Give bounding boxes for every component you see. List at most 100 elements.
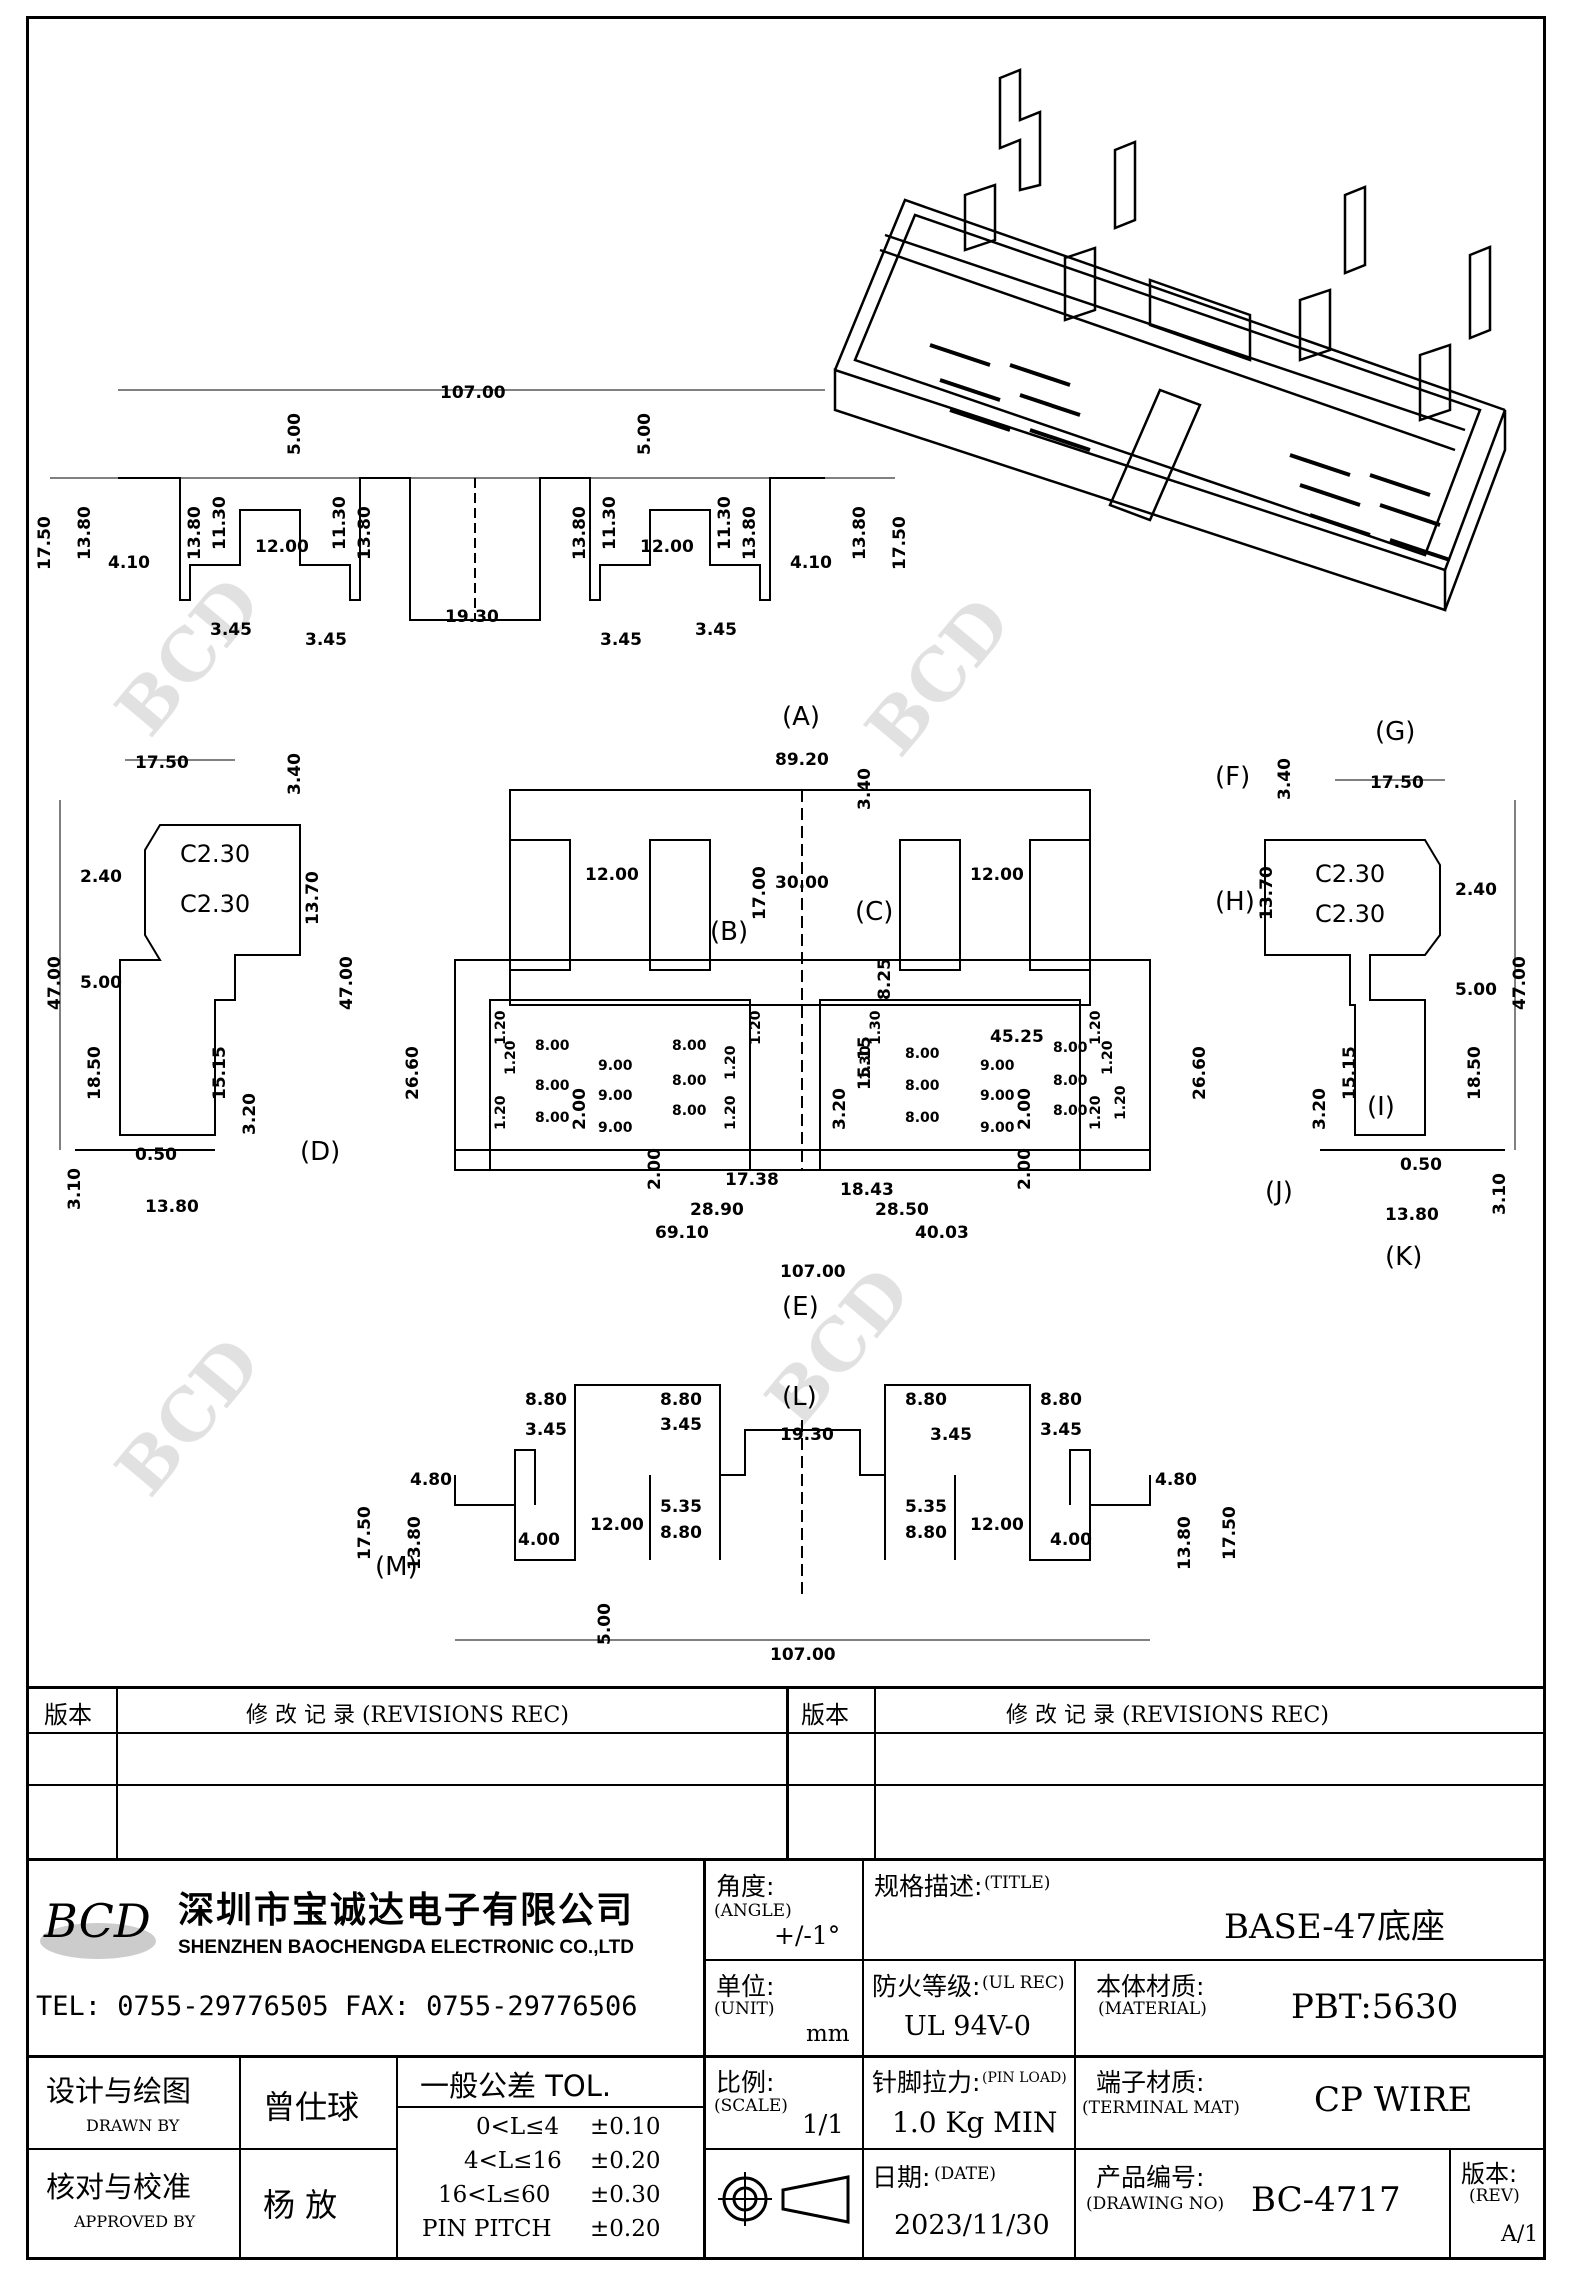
svg-text:13.70: 13.70: [303, 871, 323, 925]
svg-text:9.00: 9.00: [980, 1058, 1015, 1074]
drawing-frame: [26, 16, 1546, 2260]
title-label-en: (TITLE): [984, 1873, 1051, 1893]
svg-text:8.80: 8.80: [525, 1390, 567, 1410]
svg-text:17.50: 17.50: [1220, 1506, 1240, 1560]
svg-text:C2.30: C2.30: [1315, 900, 1385, 928]
svg-text:C2.30: C2.30: [180, 890, 250, 918]
rev-value: A/1: [1501, 2222, 1539, 2247]
svg-text:107.00: 107.00: [770, 1645, 836, 1665]
bottom-view: [454, 1384, 1151, 1641]
svg-text:3.10: 3.10: [65, 1168, 85, 1210]
svg-text:3.40: 3.40: [285, 753, 305, 795]
fire-value: UL 94V-0: [904, 2011, 1031, 2042]
svg-text:107.00: 107.00: [440, 383, 506, 403]
fire-label-en: (UL REC): [982, 1973, 1065, 1993]
drawn-label-cell: 设计与绘图 DRAWN BY: [26, 2058, 241, 2150]
svg-text:1.20: 1.20: [1113, 1085, 1129, 1120]
svg-text:5.00: 5.00: [635, 413, 655, 455]
approved-label-cell: 核对与校准 APPROVED BY: [26, 2150, 241, 2257]
date-label-en: (DATE): [934, 2164, 996, 2184]
svg-text:2.00: 2.00: [1015, 1148, 1035, 1190]
svg-text:40.03: 40.03: [915, 1223, 969, 1243]
svg-text:17.50: 17.50: [35, 516, 55, 570]
svg-text:5.00: 5.00: [285, 413, 305, 455]
svg-text:8.00: 8.00: [535, 1078, 570, 1094]
svg-text:28.90: 28.90: [690, 1200, 744, 1220]
svg-text:5.35: 5.35: [660, 1497, 702, 1517]
technical-drawing: BCD BCD BCD BCD 107.: [35, 68, 1530, 1665]
svg-text:26.60: 26.60: [1190, 1046, 1210, 1100]
svg-text:8.00: 8.00: [672, 1073, 707, 1089]
svg-text:(C): (C): [855, 897, 893, 927]
fire-rating-cell: 防火等级: (UL REC) UL 94V-0: [864, 1961, 1076, 2058]
title-cell: 规格描述: (TITLE) BASE-47底座: [864, 1861, 1546, 1961]
svg-text:8.00: 8.00: [905, 1078, 940, 1094]
svg-text:1.20: 1.20: [503, 1040, 519, 1075]
svg-text:8.00: 8.00: [672, 1038, 707, 1054]
svg-text:1.20: 1.20: [723, 1045, 739, 1080]
svg-text:1.20: 1.20: [1088, 1095, 1104, 1130]
svg-text:4.00: 4.00: [1050, 1530, 1092, 1550]
svg-text:(K): (K): [1385, 1242, 1422, 1272]
material-label-en: (MATERIAL): [1098, 1999, 1207, 2019]
drawing-no-cell: 产品编号: (DRAWING NO) BC-4717: [1076, 2150, 1451, 2257]
top-view-dims: 107.00 5.00 5.00 17.50 13.80 13.80 11.30…: [35, 383, 910, 650]
svg-text:12.00: 12.00: [590, 1515, 644, 1535]
svg-text:15.15: 15.15: [1340, 1046, 1360, 1100]
watermark: BCD BCD BCD BCD: [99, 562, 1026, 1511]
svg-text:4.80: 4.80: [1155, 1470, 1197, 1490]
svg-text:26.60: 26.60: [403, 1046, 423, 1100]
pin-label-en: (PIN LOAD): [982, 2070, 1067, 2086]
svg-text:1.20: 1.20: [1088, 1010, 1104, 1045]
left-view: [59, 759, 301, 1151]
drawn-value: 曾仕球: [263, 2088, 360, 2126]
bottom-view-dims: (L) (M) 8.80 8.80 8.80 8.80 3.45 3.45 3.…: [355, 1382, 1240, 1665]
svg-text:13.80: 13.80: [145, 1197, 199, 1217]
svg-text:(M): (M): [375, 1552, 418, 1582]
svg-text:C2.30: C2.30: [1315, 860, 1385, 888]
svg-text:1.30: 1.30: [868, 1010, 884, 1045]
svg-text:(J): (J): [1265, 1177, 1293, 1207]
svg-text:8.00: 8.00: [1053, 1103, 1088, 1119]
svg-text:C2.30: C2.30: [180, 840, 250, 868]
svg-text:4.00: 4.00: [518, 1530, 560, 1550]
svg-text:1.20: 1.20: [723, 1095, 739, 1130]
revision-header-rec: 修 改 记 录 (REVISIONS REC): [246, 1703, 569, 1728]
svg-text:5.00: 5.00: [1455, 980, 1497, 1000]
scale-value: 1/1: [802, 2110, 844, 2140]
svg-text:9.00: 9.00: [598, 1120, 633, 1136]
svg-text:13.80: 13.80: [740, 506, 760, 560]
svg-text:8.00: 8.00: [535, 1110, 570, 1126]
svg-text:(H): (H): [1215, 887, 1255, 917]
svg-text:107.00: 107.00: [780, 1262, 846, 1282]
svg-text:8.00: 8.00: [905, 1110, 940, 1126]
terminal-value: CP WIRE: [1314, 2080, 1473, 2120]
angle-cell: 角度: (ANGLE) +/-1°: [706, 1861, 864, 1961]
svg-text:5.00: 5.00: [80, 973, 122, 993]
svg-text:(F): (F): [1215, 762, 1250, 792]
drawn-value-cell: 曾仕球: [241, 2058, 398, 2150]
svg-text:13.80: 13.80: [570, 506, 590, 560]
tolerance-range-0: 0<L≤4: [476, 2114, 560, 2140]
svg-text:17.00: 17.00: [750, 866, 770, 920]
svg-text:11.30: 11.30: [715, 496, 735, 550]
svg-text:(B): (B): [710, 917, 748, 947]
svg-text:17.38: 17.38: [725, 1170, 779, 1190]
material-cell: 本体材质: (MATERIAL) PBT:5630: [1076, 1961, 1546, 2058]
rev-cell: 版本: (REV) A/1: [1451, 2150, 1546, 2257]
svg-text:1.20: 1.20: [493, 1095, 509, 1130]
company-block: BCD 深圳市宝诚达电子有限公司 SHENZHEN BAOCHENGDA ELE…: [26, 1861, 706, 2058]
tolerance-range-1: 4<L≤16: [464, 2148, 562, 2174]
main-view-dims: (A) (B) (C) (D) (E) 89.20 3.40 17.00 30.…: [300, 702, 1210, 1322]
rev-label-en: (REV): [1469, 2186, 1520, 2206]
rev-label: 版本:: [1461, 2160, 1518, 2188]
svg-text:(L): (L): [782, 1382, 817, 1412]
svg-text:13.80: 13.80: [75, 506, 95, 560]
svg-text:5.35: 5.35: [905, 1497, 947, 1517]
svg-text:3.45: 3.45: [660, 1415, 702, 1435]
svg-text:0.50: 0.50: [135, 1145, 177, 1165]
svg-text:4.10: 4.10: [790, 553, 832, 573]
tolerance-range-3: PIN PITCH: [422, 2216, 552, 2242]
angle-label: 角度:: [716, 1872, 775, 1901]
svg-text:13.70: 13.70: [1257, 866, 1277, 920]
